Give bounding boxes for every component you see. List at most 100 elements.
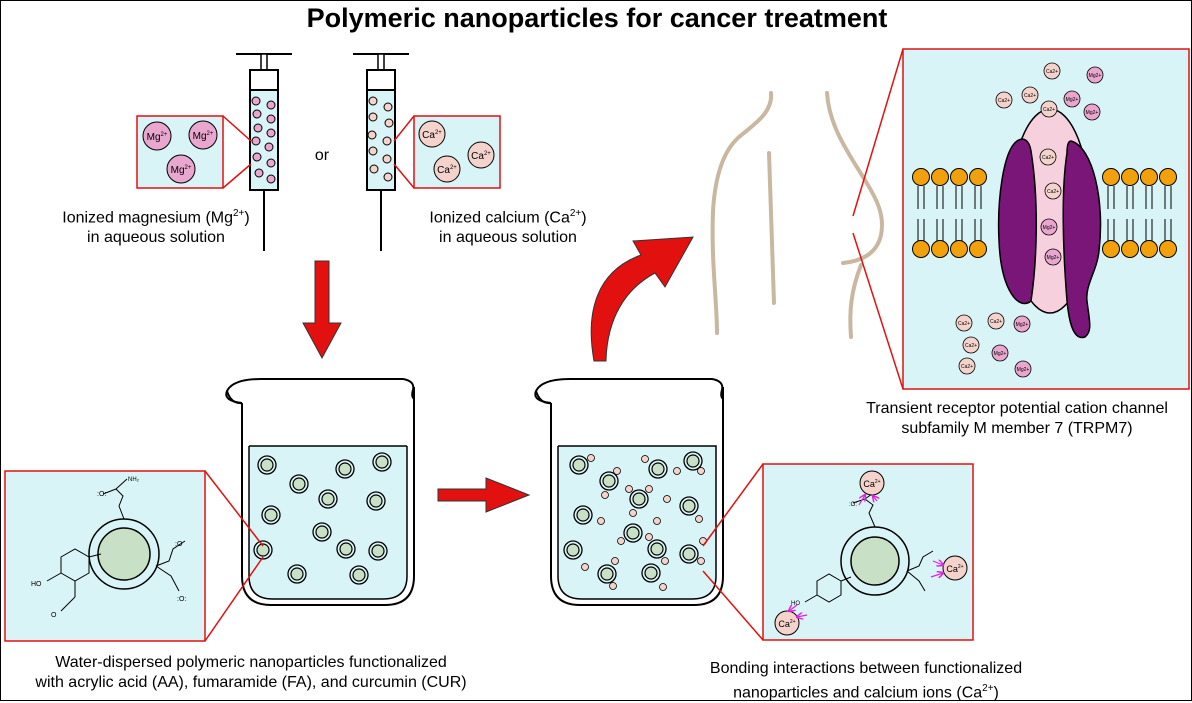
bond-arrows [789, 495, 943, 617]
ca-ion [958, 357, 976, 375]
ca-ion-label: Ca2+ [1043, 107, 1055, 113]
mg-ion-dot [252, 109, 262, 119]
nanoparticle-core [602, 474, 616, 488]
curved-arrow [590, 236, 694, 362]
svg-text:O: O [51, 612, 57, 619]
ca-ion-dot [369, 164, 379, 174]
ca-ion: Ca2+ [467, 141, 495, 169]
ca-ion-dot [383, 102, 393, 112]
lipid-head [931, 240, 949, 258]
mg-ion-label: Mg2+ [994, 351, 1007, 357]
mg-ion: Mg2+ [142, 121, 172, 151]
ca-ion: Ca2+ [859, 470, 885, 496]
nanoparticle-core [632, 492, 646, 506]
mg-syringe [236, 53, 292, 251]
beaker-nanoparticles [225, 378, 415, 606]
lipid-head [1102, 240, 1120, 258]
trpm7-caption: Transient receptor potential cation chan… [866, 400, 1168, 437]
mg-ion [1086, 66, 1104, 84]
svg-text:Ca2+: Ca2+ [437, 165, 457, 176]
ca-ion-dot [601, 491, 609, 499]
lipid-head [912, 168, 930, 186]
svg-text:HO: HO [31, 581, 42, 588]
ca-ion-dot [367, 130, 377, 140]
ca-ion [1044, 182, 1062, 200]
ca-ion-dots [367, 96, 394, 182]
mg-ion-dot [264, 142, 274, 152]
ca-ion-dot [597, 517, 605, 525]
nanoparticle-core [371, 544, 385, 558]
mg-ion-label: Mg2+ [1016, 322, 1029, 328]
ca-ion-dot [587, 454, 595, 462]
down-arrow [302, 260, 342, 360]
ca-ion-dot [659, 583, 667, 591]
mg-ion-label: Mg2+ [1086, 110, 1099, 116]
nanoparticle-core [686, 454, 700, 468]
ca-ion-dot [695, 515, 703, 523]
ca-ion-label: Ca2+ [1042, 155, 1054, 161]
ca-ion-label: Ca2+ [990, 319, 1002, 325]
ca-ion [987, 312, 1005, 330]
channel-protein-right [1062, 140, 1102, 339]
mg-ion-dot [251, 136, 261, 146]
mg-ion-label: Mg2+ [1043, 225, 1056, 231]
ca-ion-dot [645, 533, 653, 541]
or-label: or [315, 147, 330, 164]
nanoparticle-core [375, 455, 389, 469]
mg-ion: Mg2+ [188, 120, 218, 150]
ca-ion: Ca2+ [942, 555, 968, 581]
ca-ion-label: Ca2+ [965, 343, 977, 349]
mg-ion [1063, 90, 1081, 108]
svg-text::O: :O [175, 541, 183, 548]
ca-ion [1040, 100, 1058, 118]
mg-ion-zoom-box: Mg2+ Mg2+ Mg2+ [136, 115, 252, 189]
ca-ion-dot [382, 136, 392, 146]
lipid-head [969, 168, 987, 186]
ca-ion-dot [617, 537, 625, 545]
svg-text::O:: :O: [97, 491, 106, 498]
ca-ion [955, 314, 973, 332]
mg-ion [1013, 315, 1031, 333]
nanoparticle-core [566, 543, 580, 557]
ca-ion-dot [697, 467, 705, 475]
ca-ion-dot [673, 467, 681, 475]
ca-ion-dot [368, 146, 378, 156]
ca-ion-label: Ca2+ [958, 321, 970, 327]
ca-ion-dot [581, 563, 589, 571]
mg-ion-label: Mg2+ [1017, 367, 1030, 373]
lipid-head [1102, 168, 1120, 186]
ca-ion-dot [368, 112, 378, 122]
ca-ion-label: Ca2+ [1046, 69, 1058, 75]
nanoparticle-core [315, 525, 329, 539]
ca-ion-label: Ca2+ [1047, 189, 1059, 195]
svg-text:Ca2+: Ca2+ [471, 151, 491, 162]
nanoparticles [253, 452, 392, 585]
nanoparticle-core [339, 542, 353, 556]
nanoparticle-core [650, 542, 664, 556]
ca-ion-dot [613, 467, 621, 475]
nanoparticle-caption: Water-dispersed polymeric nanoparticles … [35, 654, 467, 691]
nanoparticle-core [572, 458, 586, 472]
ca-ion: Ca2+ [433, 155, 461, 183]
beaker-ca-bound [534, 378, 724, 606]
bound-nanoparticles [563, 451, 707, 591]
human-body-silhouette [710, 91, 884, 339]
nanoparticle-core [256, 543, 270, 557]
svg-text::O:: :O: [849, 502, 857, 508]
ca-ion: Ca2+ [774, 610, 800, 636]
svg-text:Ca2+: Ca2+ [863, 479, 880, 489]
ca-ion-zoom-box: Ca2+ Ca2+ Ca2+ [393, 115, 501, 189]
ca-ion-dot [653, 517, 661, 525]
ca-ion-dot [661, 557, 669, 565]
lipid-head [950, 168, 968, 186]
mg-ion [1040, 218, 1058, 236]
ca-ion [1039, 148, 1057, 166]
lipid-head [1159, 240, 1177, 258]
svg-text:Ca2+: Ca2+ [422, 130, 442, 141]
ca-caption: Ionized calcium (Ca2+) in aqueous soluti… [429, 208, 587, 247]
lipid-head [969, 240, 987, 258]
mg-ion-dot [266, 158, 276, 168]
mg-ion [1044, 248, 1062, 266]
